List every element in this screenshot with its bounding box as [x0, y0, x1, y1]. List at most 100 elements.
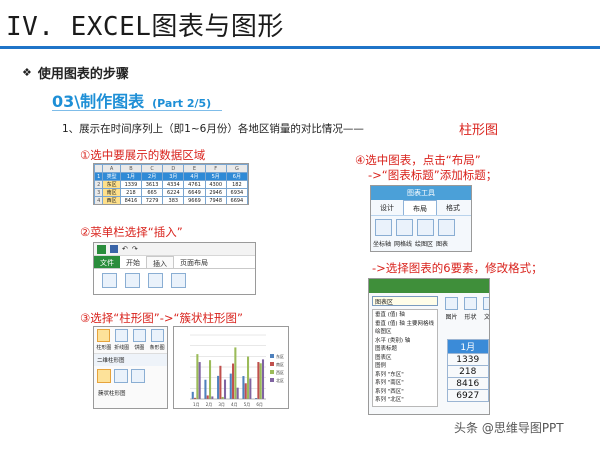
- grid-cell: 3613: [487, 353, 489, 366]
- list-item[interactable]: 垂直 (值) 轴: [375, 312, 405, 318]
- chart-bar: [259, 363, 262, 399]
- legend-label: 东区: [276, 353, 284, 359]
- column-chart-label: 柱形图: [96, 345, 112, 351]
- chart-element-header: [369, 279, 489, 293]
- undo-icon[interactable]: ↶: [122, 245, 128, 253]
- shapes-icon: [464, 297, 477, 310]
- pivot-table-icon[interactable]: [102, 273, 117, 288]
- list-item[interactable]: 系列 "北区": [375, 397, 404, 403]
- grid-cell: 665: [487, 365, 489, 378]
- column-chart-button[interactable]: 柱形图: [96, 329, 112, 351]
- list-item[interactable]: 系列 "西区": [375, 388, 404, 395]
- chart-bar: [249, 378, 252, 399]
- step-4-label: ④选中图表，点击“布局”: [355, 153, 481, 167]
- axes-label: 坐标轴: [373, 241, 392, 248]
- column-letter: B: [119, 164, 143, 173]
- chart-area-icon[interactable]: [438, 219, 455, 236]
- pie-chart-icon: [132, 329, 146, 342]
- tab-page-layout[interactable]: 页面布局: [180, 259, 208, 267]
- pie-chart-button[interactable]: 饼图: [132, 329, 148, 351]
- x-tick-label: 3月: [218, 402, 225, 407]
- bar-chart-label: 条形图: [149, 345, 165, 351]
- list-item[interactable]: 绘图区: [375, 329, 392, 335]
- picture-button[interactable]: 图片: [445, 297, 458, 321]
- grid-cell: 1339: [447, 353, 489, 366]
- table-cell: 4761: [183, 180, 206, 189]
- grid-head: 2月: [487, 339, 489, 354]
- clip-art-icon[interactable]: [171, 273, 186, 288]
- plot-area-icon[interactable]: [417, 219, 434, 236]
- chart-bar: [204, 379, 207, 399]
- gridlines-label: 网格线: [394, 241, 413, 248]
- redo-icon[interactable]: ↷: [131, 245, 138, 253]
- list-item[interactable]: 系列 "南区": [375, 380, 404, 386]
- shapes-button[interactable]: 形状: [464, 297, 477, 321]
- table-cell: 6694: [225, 196, 248, 204]
- grid-cell: 481: [487, 389, 489, 402]
- chart-tools-tabs: 设计 布局 格式: [371, 200, 471, 216]
- table-cell: 3613: [141, 180, 164, 189]
- axes-icon[interactable]: [375, 219, 392, 236]
- watermark: 头条 @思维导图PPT: [454, 421, 564, 435]
- gridlines-icon[interactable]: [396, 219, 413, 236]
- chart-group-label: 二维柱形图: [94, 353, 167, 366]
- section-label: 使用图表的步骤: [37, 67, 129, 82]
- text-button[interactable]: 文: [483, 297, 489, 321]
- page-title: IV. EXCEL图表与图形: [6, 12, 284, 42]
- chart-area-label: 图表: [436, 241, 449, 248]
- grid-head: 1月: [447, 339, 489, 354]
- step-4b-label: ->“图表标题”添加标题；: [368, 168, 498, 182]
- table-cell: 6224: [162, 188, 185, 197]
- shapes-label: 形状: [464, 314, 477, 321]
- step-5-label: ->选择图表的6要素，修改格式；: [372, 261, 543, 275]
- row-number: 2: [94, 180, 104, 189]
- column-letter: G: [225, 164, 248, 173]
- list-item[interactable]: 图表区: [375, 354, 392, 361]
- bar-chart-button[interactable]: 条形图: [149, 329, 165, 351]
- clustered-column-icon[interactable]: [97, 369, 111, 383]
- table-cell: 1339: [119, 180, 143, 189]
- tab-format[interactable]: 格式: [446, 204, 460, 212]
- layout-labels: 坐标轴 网格线 绘图区 图表: [371, 239, 471, 248]
- table-header: 4月: [183, 172, 206, 181]
- tab-home[interactable]: 开始: [126, 259, 140, 267]
- chart-bar: [229, 373, 232, 399]
- title-rule: [0, 46, 600, 49]
- chart-bar: [196, 354, 199, 399]
- tab-insert[interactable]: 插入: [146, 256, 174, 268]
- list-item[interactable]: 垂直 (值) 轴 主要网格线: [375, 320, 435, 327]
- table-icon[interactable]: [125, 273, 140, 288]
- subtitle-underline: [52, 110, 222, 111]
- list-item[interactable]: 系列 "东区": [375, 371, 404, 378]
- table-cell: 6934: [225, 188, 248, 197]
- grid-cell: 218: [447, 365, 489, 378]
- list-item[interactable]: 水平 (类别) 轴: [375, 337, 411, 344]
- tab-design[interactable]: 设计: [380, 204, 394, 212]
- picture-icon[interactable]: [148, 273, 163, 288]
- step-1-label: ①选中要展示的数据区域: [80, 148, 206, 162]
- column-chart-icon: [97, 329, 111, 342]
- save-icon[interactable]: [110, 245, 118, 253]
- percent-column-icon[interactable]: [131, 369, 145, 383]
- grid-cell: 8416: [447, 377, 489, 390]
- list-item[interactable]: 图表标题: [375, 346, 398, 352]
- line-chart-button[interactable]: 折线图: [114, 329, 130, 351]
- list-item[interactable]: 图例: [375, 363, 387, 369]
- pie-chart-label: 饼图: [134, 345, 145, 351]
- table-cell: 9669: [183, 196, 206, 204]
- table-cell: 665: [141, 188, 164, 197]
- insert-ribbon-icons: [94, 269, 255, 292]
- table-cell: 3852: [205, 205, 226, 206]
- diamond-bullet-icon: ❖: [22, 66, 32, 79]
- x-tick-label: 4月: [231, 402, 238, 407]
- stacked-column-icon[interactable]: [114, 369, 128, 383]
- chart-type-row: 柱形图 折线图 饼图 条形图: [94, 327, 167, 353]
- row-number: 5: [95, 205, 103, 206]
- chart-bar: [191, 391, 194, 399]
- tab-layout[interactable]: 布局: [403, 200, 437, 215]
- tab-file[interactable]: 文件: [94, 256, 120, 268]
- chart-element-select[interactable]: 图表区: [372, 296, 438, 306]
